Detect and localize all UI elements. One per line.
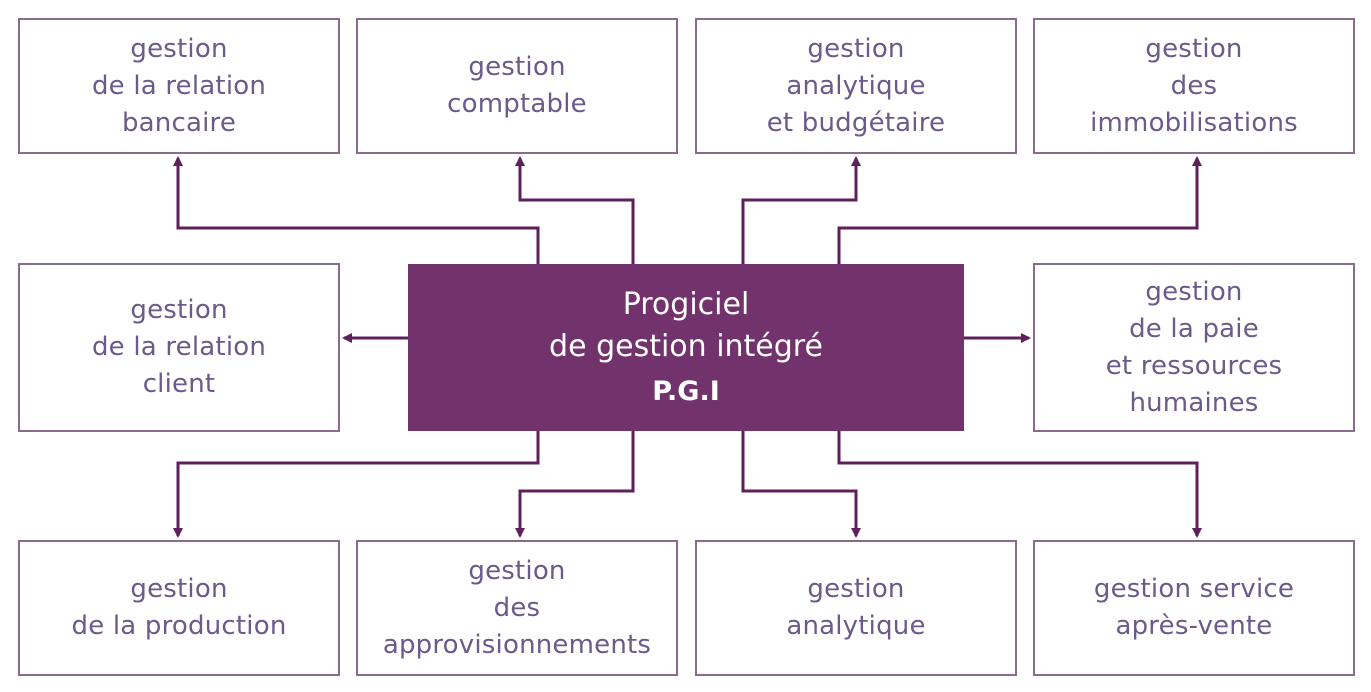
- module-relation-bancaire: gestion de la relation bancaire: [18, 18, 340, 154]
- module-immobilisations: gestion des immobilisations: [1033, 18, 1355, 154]
- center-title: Progiciel de gestion intégré: [549, 286, 823, 364]
- module-label: gestion de la paie et ressources humaine…: [1105, 276, 1283, 418]
- module-label: gestion analytique: [786, 574, 926, 641]
- connector-to-approvisionnements: [515, 431, 635, 538]
- module-label: gestion de la relation client: [91, 295, 267, 399]
- module-label: gestion de la production: [71, 574, 287, 641]
- connector-to-analytique-budgetaire: [741, 156, 861, 264]
- module-service-apres-vente: gestion service après-vente: [1033, 540, 1355, 676]
- module-relation-client: gestion de la relation client: [18, 263, 340, 432]
- module-label: gestion des immobilisations: [1090, 33, 1298, 138]
- center-abbreviation: P.G.I: [652, 375, 720, 407]
- connector-to-production: [173, 431, 540, 538]
- connector-to-immobilisations: [837, 156, 1202, 264]
- module-label: gestion des approvisionnements: [382, 555, 652, 660]
- module-analytique-budgetaire: gestion analytique et budgétaire: [695, 18, 1017, 154]
- module-label: gestion de la relation bancaire: [91, 33, 267, 138]
- connector-to-analytique: [741, 431, 861, 538]
- module-label: gestion analytique et budgétaire: [766, 33, 946, 138]
- module-label: gestion service après-vente: [1093, 574, 1295, 641]
- module-label: gestion comptable: [447, 52, 587, 119]
- module-analytique: gestion analytique: [695, 540, 1017, 676]
- module-approvisionnements: gestion des approvisionnements: [356, 540, 678, 676]
- module-production: gestion de la production: [18, 540, 340, 676]
- connector-to-service-apres-vente: [837, 431, 1202, 538]
- module-paie-rh: gestion de la paie et ressources humaine…: [1033, 263, 1355, 432]
- connector-to-comptable: [515, 156, 635, 264]
- connector-to-relation-bancaire: [173, 156, 540, 264]
- module-comptable: gestion comptable: [356, 18, 678, 154]
- pgi-center-box: Progiciel de gestion intégré P.G.I: [408, 264, 964, 431]
